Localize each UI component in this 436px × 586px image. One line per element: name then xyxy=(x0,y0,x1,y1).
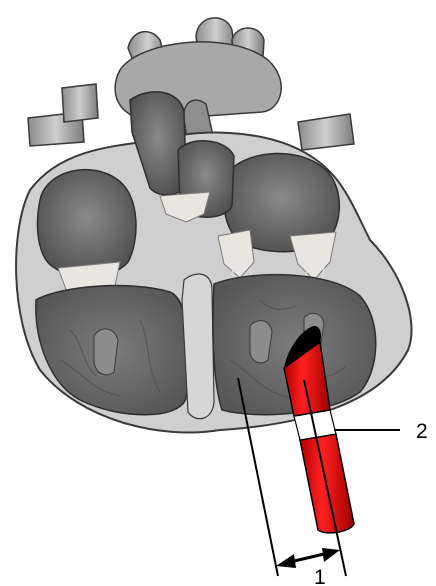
septum xyxy=(182,274,214,419)
dimension-label: 1 xyxy=(314,566,326,586)
right-atrium xyxy=(38,170,137,277)
arrowhead-left xyxy=(276,554,296,568)
dimension-arrow xyxy=(276,548,340,568)
great-vessels xyxy=(28,18,354,150)
arrowhead-right xyxy=(322,548,340,562)
callout-label: 2 xyxy=(416,420,428,443)
heart-illustration xyxy=(16,18,411,433)
